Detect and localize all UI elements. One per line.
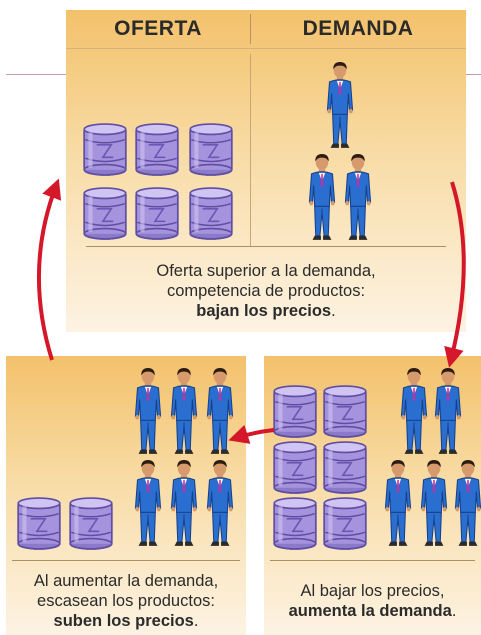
left-divider-line [6, 74, 66, 75]
supply-demand-panel: OFERTA DEMANDA Oferta superior a la dema… [66, 10, 466, 332]
caption-rule [270, 560, 475, 561]
bottom-left-caption-line1: Al aumentar la demanda, [33, 572, 219, 590]
bottom-left-caption-period: . [193, 612, 199, 630]
top-caption-line1: Oferta superior a la demanda, [156, 262, 376, 280]
price-drop-panel: Al bajar los precios, aumenta la demanda… [264, 356, 481, 635]
caption-rule [86, 246, 446, 247]
top-caption-line2: competencia de productos: [166, 282, 366, 300]
column-divider [250, 54, 251, 246]
right-divider-line [466, 74, 481, 75]
bottom-right-caption-emphasis: aumenta la demanda [288, 602, 452, 620]
arrow-right-to-left [228, 424, 275, 444]
bottom-right-caption-line2: aumenta la demanda. [264, 601, 481, 621]
top-caption-emphasis: bajan los precios [196, 302, 332, 320]
top-caption-period: . [331, 302, 336, 320]
arrow-bottom-left-to-top [37, 178, 62, 361]
bottom-left-caption-emphasis: suben los precios [53, 612, 194, 630]
demand-increase-panel: Al aumentar la demanda, escasean los pro… [6, 356, 246, 635]
arrow-top-to-bottom-right [444, 181, 466, 368]
header-demanda: DEMANDA [302, 17, 414, 40]
top-caption: Oferta superior a la demanda, competenci… [66, 261, 466, 321]
caption-rule [12, 560, 240, 561]
header-divider [250, 14, 251, 44]
header-oferta: OFERTA [114, 17, 202, 40]
header-underline [66, 48, 466, 49]
bottom-right-caption: Al bajar los precios, aumenta la demanda… [264, 581, 481, 621]
bottom-right-caption-period: . [451, 602, 457, 620]
bottom-left-caption: Al aumentar la demanda, escasean los pro… [6, 571, 246, 631]
bottom-left-caption-line3: suben los precios. [6, 611, 246, 631]
bottom-left-caption-line2: escasean los productos: [37, 592, 215, 610]
top-caption-line3: bajan los precios. [66, 301, 466, 321]
bottom-right-caption-line1: Al bajar los precios, [300, 582, 445, 600]
